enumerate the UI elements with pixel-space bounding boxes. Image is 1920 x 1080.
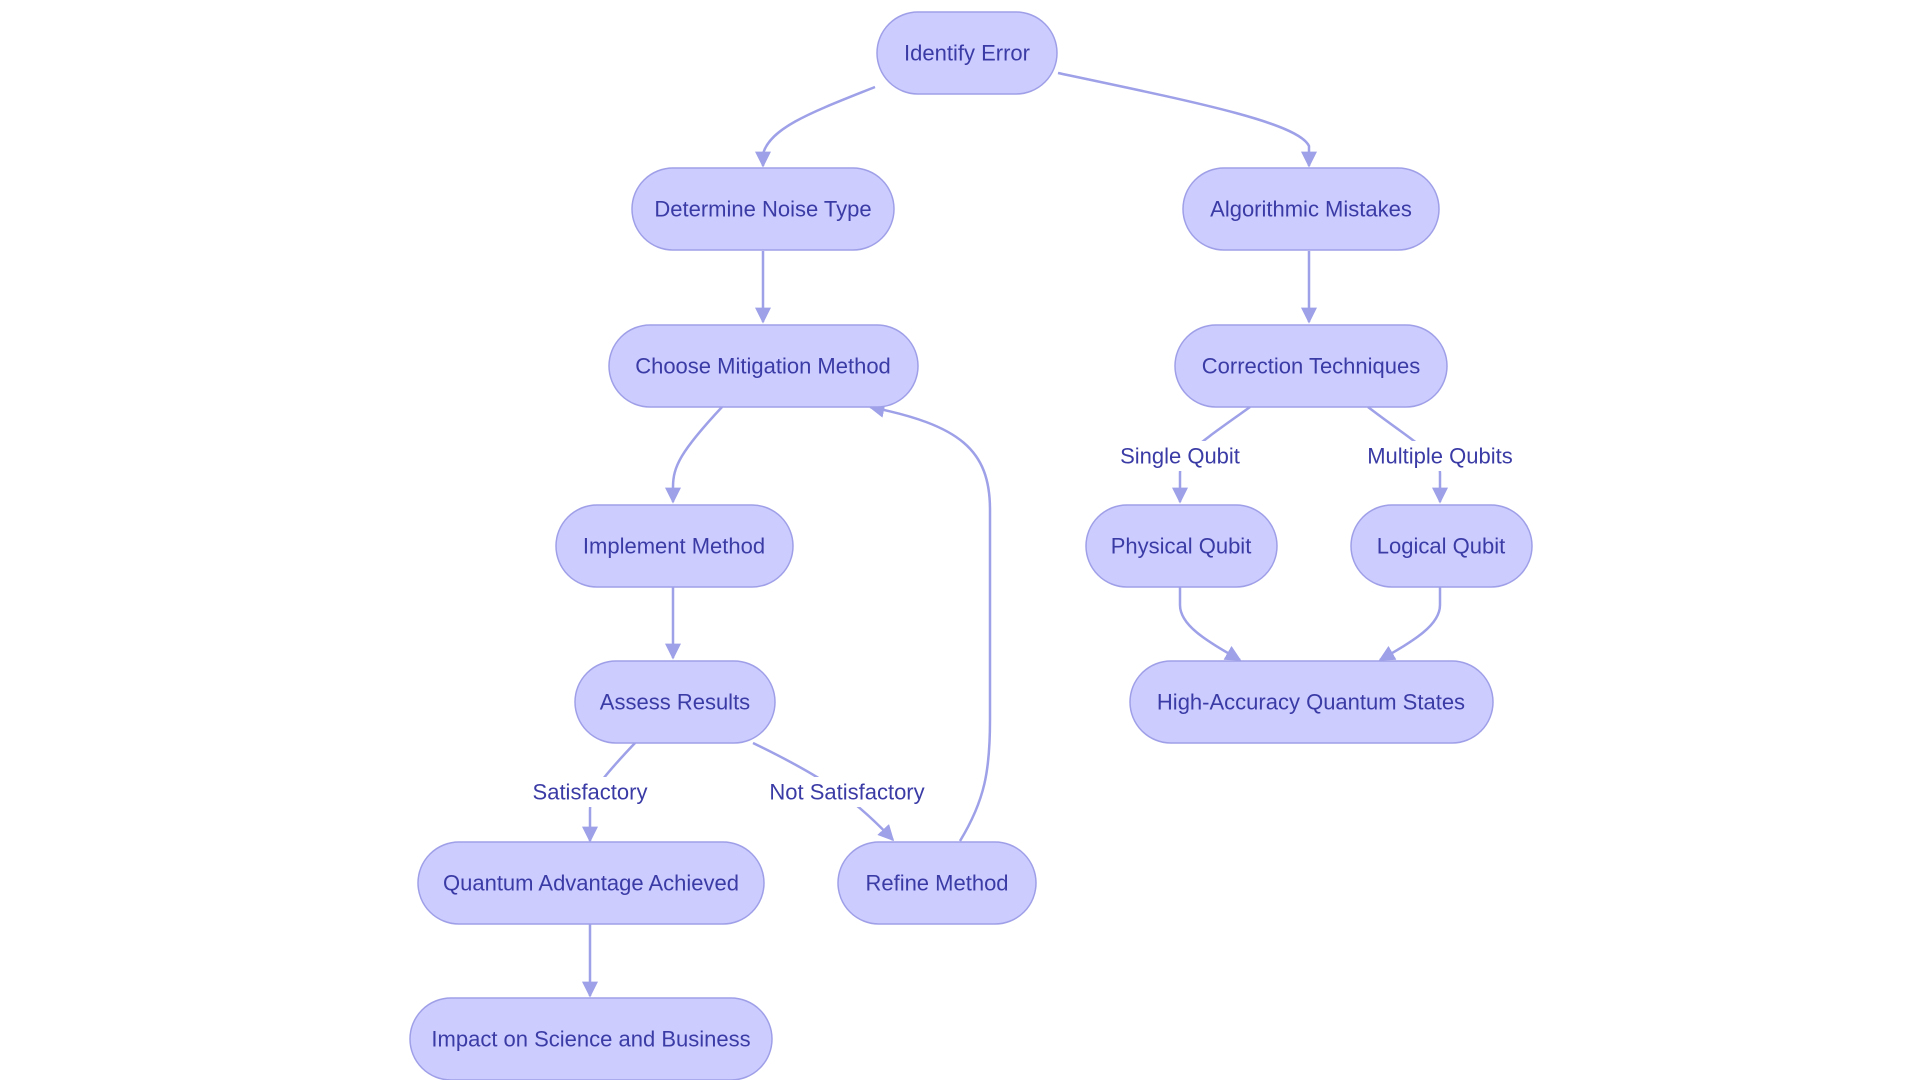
node-label-implement-method: Implement Method [583, 534, 765, 559]
edge-labels-layer: Single Qubit Multiple Qubits Satisfactor… [523, 441, 1518, 807]
node-impact-on-science-and-business: Impact on Science and Business [409, 997, 773, 1080]
node-label-assess-results: Assess Results [600, 690, 750, 715]
node-label-physical-qubit: Physical Qubit [1111, 534, 1252, 559]
node-identify-error: Identify Error [876, 11, 1058, 95]
node-implement-method: Implement Method [555, 504, 794, 588]
edge-choose-mitigation-method-to-implement-method [665, 406, 723, 504]
edge-label-bg-not-satisfactory [760, 777, 934, 807]
node-label-algorithmic-mistakes: Algorithmic Mistakes [1210, 197, 1412, 222]
edge-logical-qubit-to-high-accuracy-quantum-states [1378, 587, 1442, 662]
edge-refine-method-to-choose-mitigation-method [868, 401, 992, 842]
edge-physical-qubit-to-high-accuracy-quantum-states [1178, 587, 1242, 662]
node-label-identify-error: Identify Error [904, 41, 1030, 66]
node-physical-qubit: Physical Qubit [1085, 504, 1278, 588]
node-label-refine-method: Refine Method [865, 871, 1008, 896]
node-label-logical-qubit: Logical Qubit [1377, 534, 1505, 559]
node-correction-techniques: Correction Techniques [1174, 324, 1448, 408]
edge-label-multiple-qubits: Multiple Qubits [1367, 444, 1513, 469]
node-logical-qubit: Logical Qubit [1350, 504, 1533, 588]
nodes-layer: Identify Error Determine Noise Type Algo… [409, 11, 1533, 1080]
node-label-determine-noise-type: Determine Noise Type [654, 197, 871, 222]
node-determine-noise-type: Determine Noise Type [631, 167, 895, 251]
edge-label-satisfactory: Satisfactory [533, 780, 648, 805]
node-quantum-advantage-achieved: Quantum Advantage Achieved [417, 841, 765, 925]
node-label-quantum-advantage-achieved: Quantum Advantage Achieved [443, 871, 739, 896]
edge-label-not-satisfactory: Not Satisfactory [769, 780, 924, 805]
edge-identify-error-to-algorithmic-mistakes [1057, 71, 1317, 168]
node-label-impact-on-science-and-business: Impact on Science and Business [431, 1027, 750, 1052]
edge-identify-error-to-determine-noise-type [755, 85, 876, 168]
node-choose-mitigation-method: Choose Mitigation Method [608, 324, 919, 408]
node-label-correction-techniques: Correction Techniques [1202, 354, 1421, 379]
node-algorithmic-mistakes: Algorithmic Mistakes [1182, 167, 1440, 251]
node-label-high-accuracy-quantum-states: High-Accuracy Quantum States [1157, 690, 1465, 715]
node-high-accuracy-quantum-states: High-Accuracy Quantum States [1129, 660, 1494, 744]
edge-label-bg-single-qubit [1115, 441, 1245, 471]
node-refine-method: Refine Method [837, 841, 1037, 925]
edge-label-bg-multiple-qubits [1362, 441, 1518, 471]
edge-label-bg-satisfactory [523, 777, 657, 807]
node-label-choose-mitigation-method: Choose Mitigation Method [635, 354, 891, 379]
edge-label-single-qubit: Single Qubit [1120, 444, 1240, 469]
node-assess-results: Assess Results [574, 660, 776, 744]
